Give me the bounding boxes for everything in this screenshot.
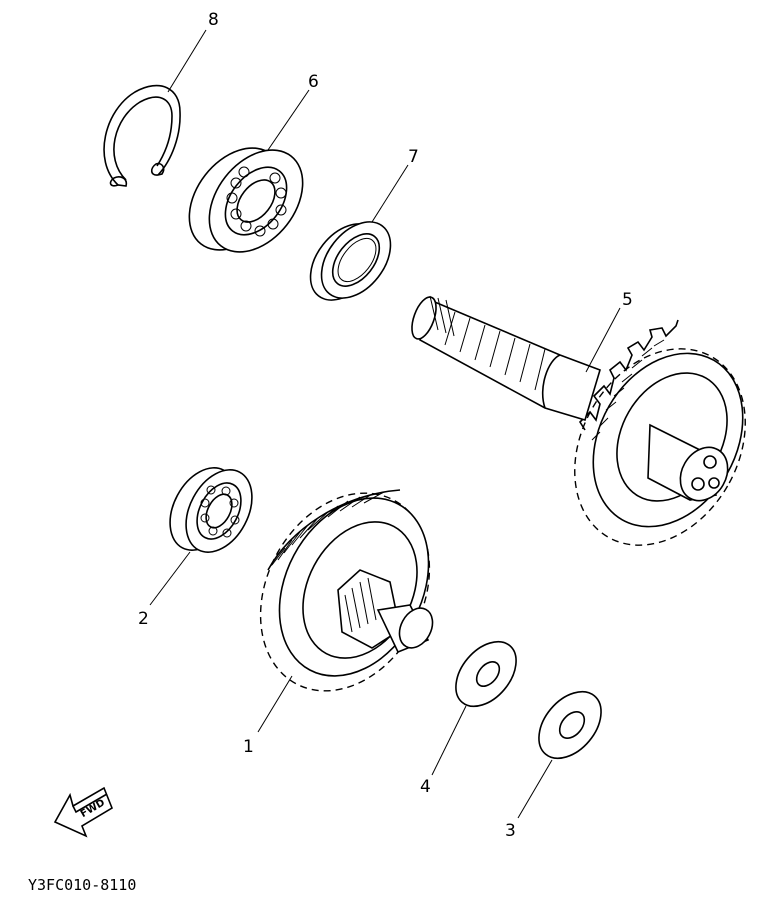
callout-6: 6 — [308, 72, 319, 92]
leader-line-8 — [167, 29, 207, 93]
callout-8: 8 — [208, 10, 219, 30]
leader-line-7 — [371, 164, 409, 223]
callout-2: 2 — [138, 609, 149, 629]
bearing-large-drawing — [188, 147, 304, 253]
drawing-code: Y3FC010-8110 — [28, 876, 136, 894]
output-shaft-drawing — [411, 295, 746, 546]
leader-line-2 — [149, 551, 191, 606]
leader-line-5 — [585, 307, 621, 373]
callout-1: 1 — [243, 737, 254, 757]
leader-line-6 — [267, 89, 310, 151]
oil-seal-drawing — [309, 221, 392, 301]
leader-line-3 — [517, 759, 553, 819]
drive-gear-drawing — [259, 489, 434, 692]
bearing-small-drawing — [169, 467, 253, 553]
leader-line-4 — [431, 705, 467, 776]
callout-3: 3 — [505, 821, 516, 841]
fwd-arrow-icon: FWD — [53, 786, 113, 838]
circlip-drawing — [103, 84, 181, 187]
callout-4: 4 — [420, 777, 431, 797]
callout-5: 5 — [622, 290, 633, 310]
leader-line-1 — [257, 675, 293, 733]
washer-lower-drawing — [538, 690, 602, 760]
callout-7: 7 — [408, 147, 419, 167]
washer-upper-drawing — [455, 640, 517, 708]
